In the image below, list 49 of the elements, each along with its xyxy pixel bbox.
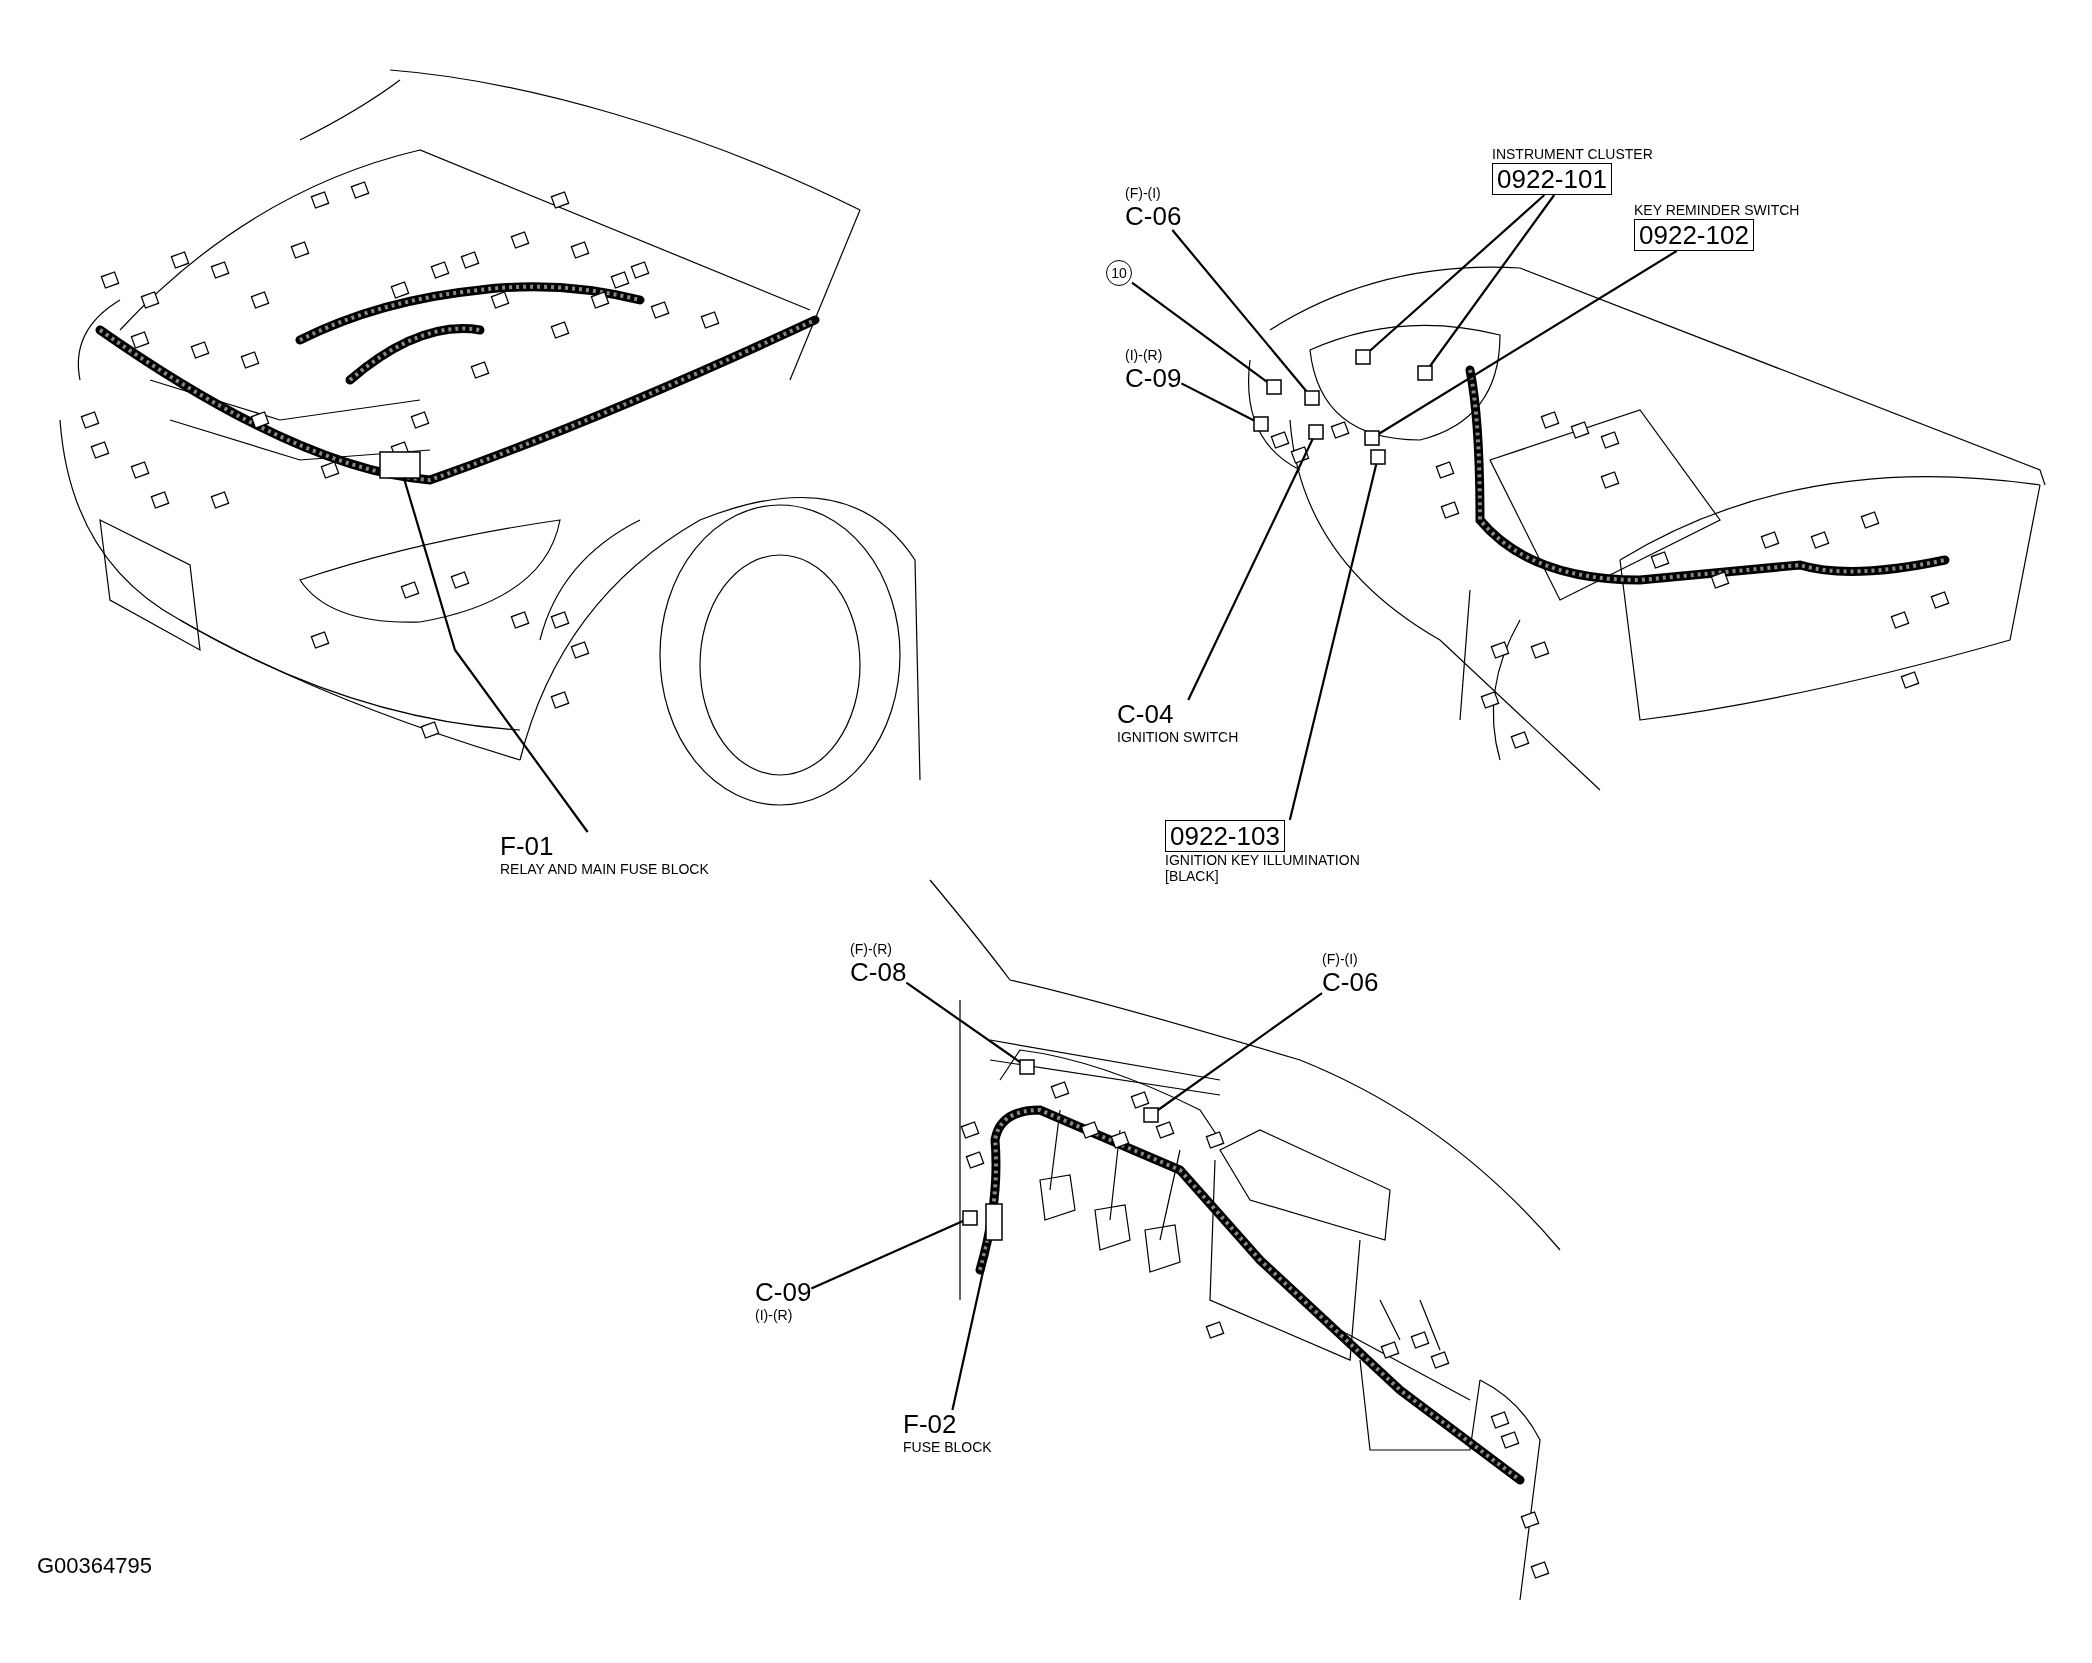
component-name: IGNITION SWITCH <box>1117 729 1239 745</box>
connector-code: F-02 <box>903 1410 957 1438</box>
wire-connector-icon <box>1370 449 1386 465</box>
connector-code: C-06 <box>1125 202 1182 230</box>
reference-number: 0922-102 <box>1634 219 1754 251</box>
callout-number: 10 <box>1106 260 1132 286</box>
component-name: KEY REMINDER SWITCH <box>1634 202 1800 218</box>
connector-code: C-04 <box>1117 700 1174 728</box>
wire-connector-icon <box>1253 416 1269 432</box>
component-name: FUSE BLOCK <box>903 1439 992 1455</box>
wire-connector-icon <box>1364 430 1380 446</box>
figure-id: G00364795 <box>37 1553 152 1579</box>
connector-position: (F)-(I) <box>1322 951 1358 967</box>
leader-line <box>1180 382 1255 422</box>
wire-connector-icon <box>1355 349 1371 365</box>
leader-line <box>810 1220 964 1290</box>
wire-connector-icon <box>1417 365 1433 381</box>
wire-connector-icon <box>1019 1059 1035 1075</box>
component-name: INSTRUMENT CLUSTER <box>1492 146 1653 162</box>
connector-code: F-01 <box>500 832 554 860</box>
component-name: IGNITION KEY ILLUMINATION [BLACK] <box>1165 852 1361 884</box>
connector-position: (F)-(R) <box>850 941 892 957</box>
wire-connector-icon <box>1143 1107 1159 1123</box>
leader-line <box>1288 463 1378 821</box>
connector-position: (F)-(I) <box>1125 185 1161 201</box>
leader-line <box>1171 229 1308 392</box>
fuse-block-icon <box>985 1203 1003 1241</box>
wire-connector-icon <box>1308 424 1324 440</box>
leader-line <box>402 477 589 833</box>
leader-line <box>905 981 1021 1063</box>
wire-connector-icon <box>1266 379 1282 395</box>
reference-number: 0922-101 <box>1492 163 1612 195</box>
component-name: RELAY AND MAIN FUSE BLOCK <box>500 861 709 877</box>
leader-line <box>1429 194 1556 367</box>
leader-line <box>1131 281 1268 383</box>
wire-connector-icon <box>962 1210 978 1226</box>
connector-code: C-06 <box>1322 968 1379 996</box>
leader-line <box>951 1239 992 1411</box>
leader-line <box>1187 438 1314 701</box>
connector-code: C-09 <box>1125 364 1182 392</box>
leader-line <box>1157 992 1323 1111</box>
connector-position: (I)-(R) <box>755 1307 793 1323</box>
connector-code: C-08 <box>850 958 907 986</box>
leader-line <box>1378 250 1678 435</box>
connector-position: (I)-(R) <box>1125 347 1163 363</box>
leader-line <box>1369 194 1546 352</box>
reference-number: 0922-103 <box>1165 820 1285 852</box>
wire-connector-icon <box>1304 390 1320 406</box>
connector-code: C-09 <box>755 1278 812 1306</box>
